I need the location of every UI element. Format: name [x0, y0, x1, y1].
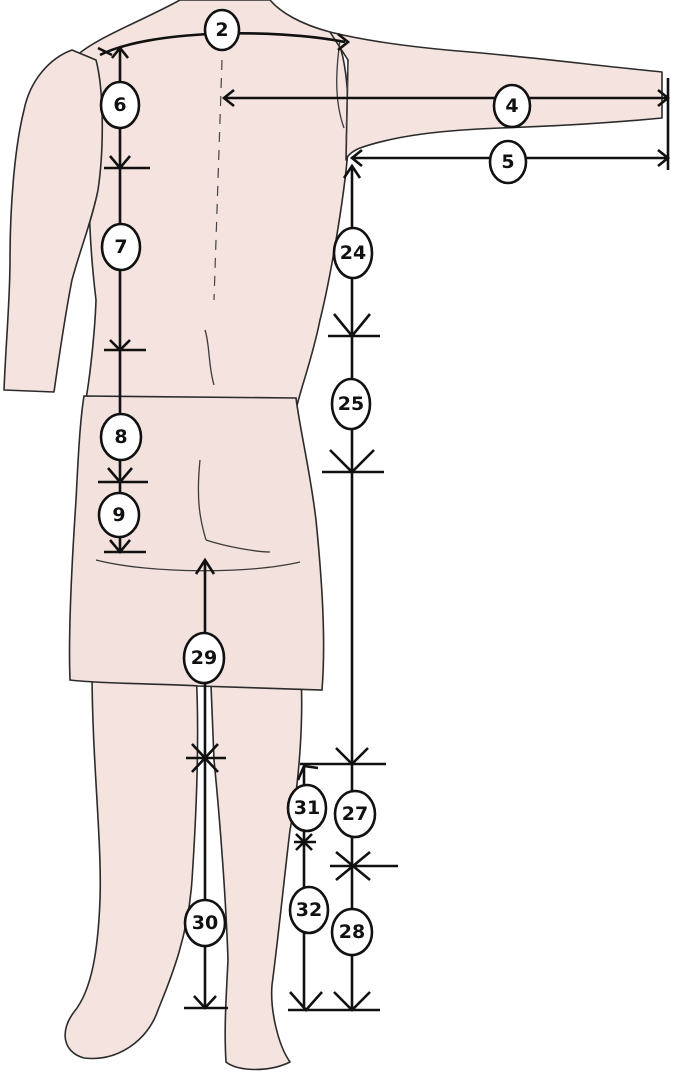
svg-text:31: 31: [294, 797, 320, 819]
torso: [72, 0, 348, 410]
svg-text:9: 9: [112, 504, 125, 526]
left-leg: [65, 670, 198, 1058]
label-31: 31: [288, 785, 326, 831]
arrow-31-top: [298, 766, 318, 780]
left-arm: [4, 50, 102, 392]
label-28: 28: [332, 909, 372, 955]
svg-text:29: 29: [191, 647, 217, 669]
label-30: 30: [185, 900, 225, 946]
label-25: 25: [332, 379, 370, 429]
label-27: 27: [335, 791, 375, 837]
svg-text:27: 27: [342, 803, 368, 825]
label-8: 8: [101, 414, 141, 460]
svg-text:6: 6: [113, 94, 126, 116]
svg-text:24: 24: [340, 242, 366, 264]
tick-24: [328, 314, 380, 336]
label-7: 7: [102, 224, 140, 270]
label-2: 2: [205, 10, 239, 50]
svg-text:7: 7: [114, 236, 127, 258]
body-figure: [4, 0, 662, 1070]
svg-text:4: 4: [505, 95, 518, 117]
label-32: 32: [290, 887, 328, 933]
svg-text:28: 28: [339, 921, 365, 943]
svg-text:5: 5: [501, 151, 514, 173]
label-6: 6: [101, 82, 139, 128]
tick-27: [330, 852, 398, 880]
label-24: 24: [334, 228, 372, 278]
svg-text:2: 2: [215, 19, 228, 41]
label-4: 4: [494, 85, 530, 127]
tick-27-top: [300, 748, 386, 764]
svg-text:32: 32: [296, 899, 322, 921]
svg-text:8: 8: [114, 426, 127, 448]
label-29: 29: [184, 633, 224, 683]
svg-text:30: 30: [192, 912, 218, 934]
label-5: 5: [490, 141, 526, 183]
tick-28: [288, 992, 380, 1010]
svg-text:25: 25: [338, 393, 364, 415]
label-9: 9: [99, 493, 139, 537]
